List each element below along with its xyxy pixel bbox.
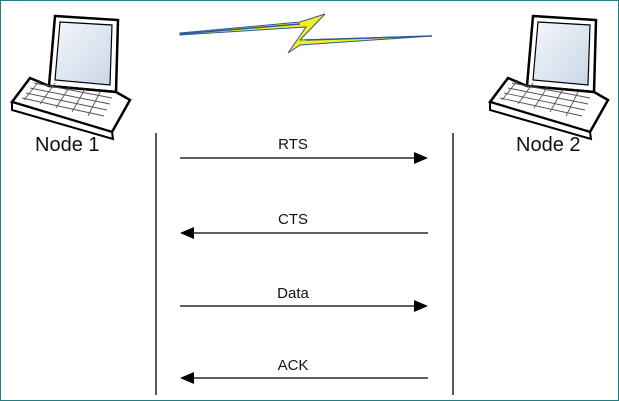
laptop-icon xyxy=(487,14,610,141)
node-1-label: Node 1 xyxy=(35,134,100,156)
data-label: Data xyxy=(277,285,309,302)
lightning-bolt-icon xyxy=(179,13,433,54)
node-2-label: Node 2 xyxy=(516,134,581,156)
cts-arrow xyxy=(180,227,428,239)
ack-arrow xyxy=(180,372,428,384)
cts-label: CTS xyxy=(278,211,308,228)
ack-label: ACK xyxy=(277,357,309,374)
laptop-icon xyxy=(9,14,132,141)
data-arrow xyxy=(180,300,428,312)
rts-label: RTS xyxy=(278,136,308,153)
rts-arrow xyxy=(180,152,428,164)
